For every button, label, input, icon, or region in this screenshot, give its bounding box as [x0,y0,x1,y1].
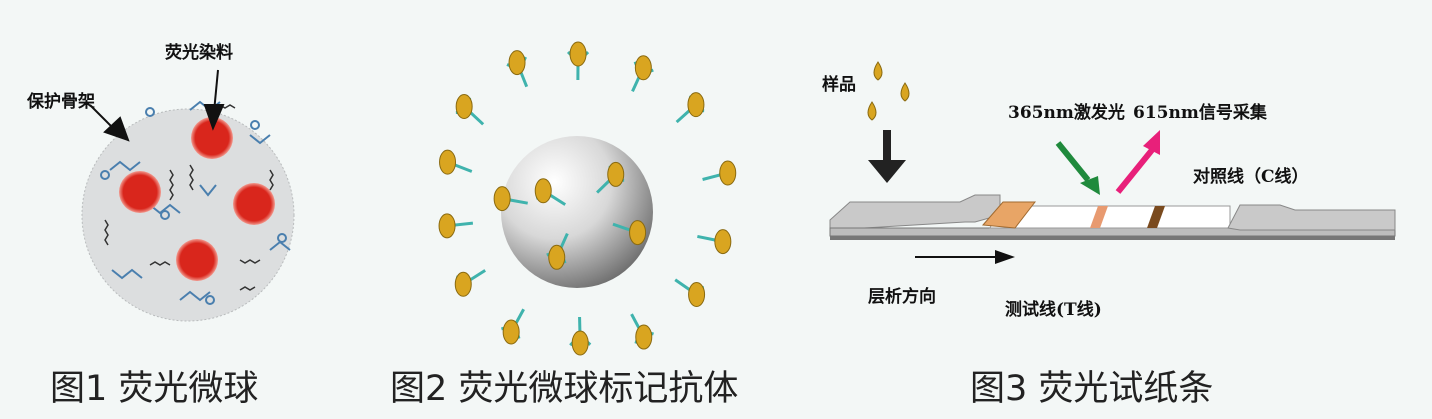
antigen [719,160,737,186]
antigen [534,178,552,204]
antibody [493,186,528,212]
label-flow-direction: 层析方向 [868,287,936,307]
dye-particle [176,239,218,281]
antibody [546,232,569,270]
label-sample: 样品 [822,75,856,95]
label-arrows [89,69,225,142]
antigen [635,324,653,350]
antigen [571,330,589,356]
dye-particle [119,171,161,213]
antibody [438,213,474,239]
antibody [455,94,485,126]
test-strip-diagram [829,61,1396,264]
antibody [630,313,654,350]
antigen [438,213,456,239]
antibody [702,160,737,186]
antigen [548,244,566,270]
antigen [508,50,526,76]
label-signal-collection: 615nm信号采集 [1133,103,1267,123]
antibody [506,50,529,88]
antigen [607,161,625,187]
label-protective-skeleton: 保护骨架 [27,92,95,112]
antibody [534,178,567,206]
antigen [688,282,706,308]
antibody [674,278,706,308]
antigen [634,55,652,81]
antibody [501,308,525,345]
antibody [697,229,732,255]
excitation-arrow [1055,141,1100,195]
figure2-caption: 图2 荧光微球标记抗体 [390,369,739,409]
sample-arrow [868,130,906,183]
antigen [454,271,472,297]
dye-particle [233,183,275,225]
polymer-chains [104,104,274,291]
antibody [569,316,592,356]
sample-drops [867,61,910,121]
antigen [455,94,473,120]
antigen [502,319,520,345]
antibody [566,41,590,81]
antibody-labeled-microsphere [438,41,737,356]
antibody [631,55,654,92]
antibody [596,161,625,194]
antigen [687,92,705,118]
label-control-line: 对照线（C线） [1193,167,1309,187]
figure1-caption: 图1 荧光微球 [50,369,259,409]
antigen [629,220,647,246]
antigen [714,229,732,255]
figure3-caption: 图3 荧光试纸条 [970,369,1214,409]
flow-direction-arrow [915,250,1015,264]
signal-arrow [1115,130,1160,194]
label-fluorescent-dye: 荧光染料 [165,43,233,63]
antigen [493,186,511,212]
antibody [454,269,486,297]
test-strip [829,194,1396,240]
antigen [439,149,457,175]
antibody [675,92,705,124]
antibody [612,220,647,246]
fluorescent-microsphere [81,69,295,322]
skeleton-chains [100,100,291,305]
dye-particle [191,117,233,159]
antibody [439,149,473,175]
antigen [569,41,587,67]
label-excitation: 365nm激发光 [1008,103,1125,123]
label-test-line: 测试线(T线) [1005,300,1102,320]
